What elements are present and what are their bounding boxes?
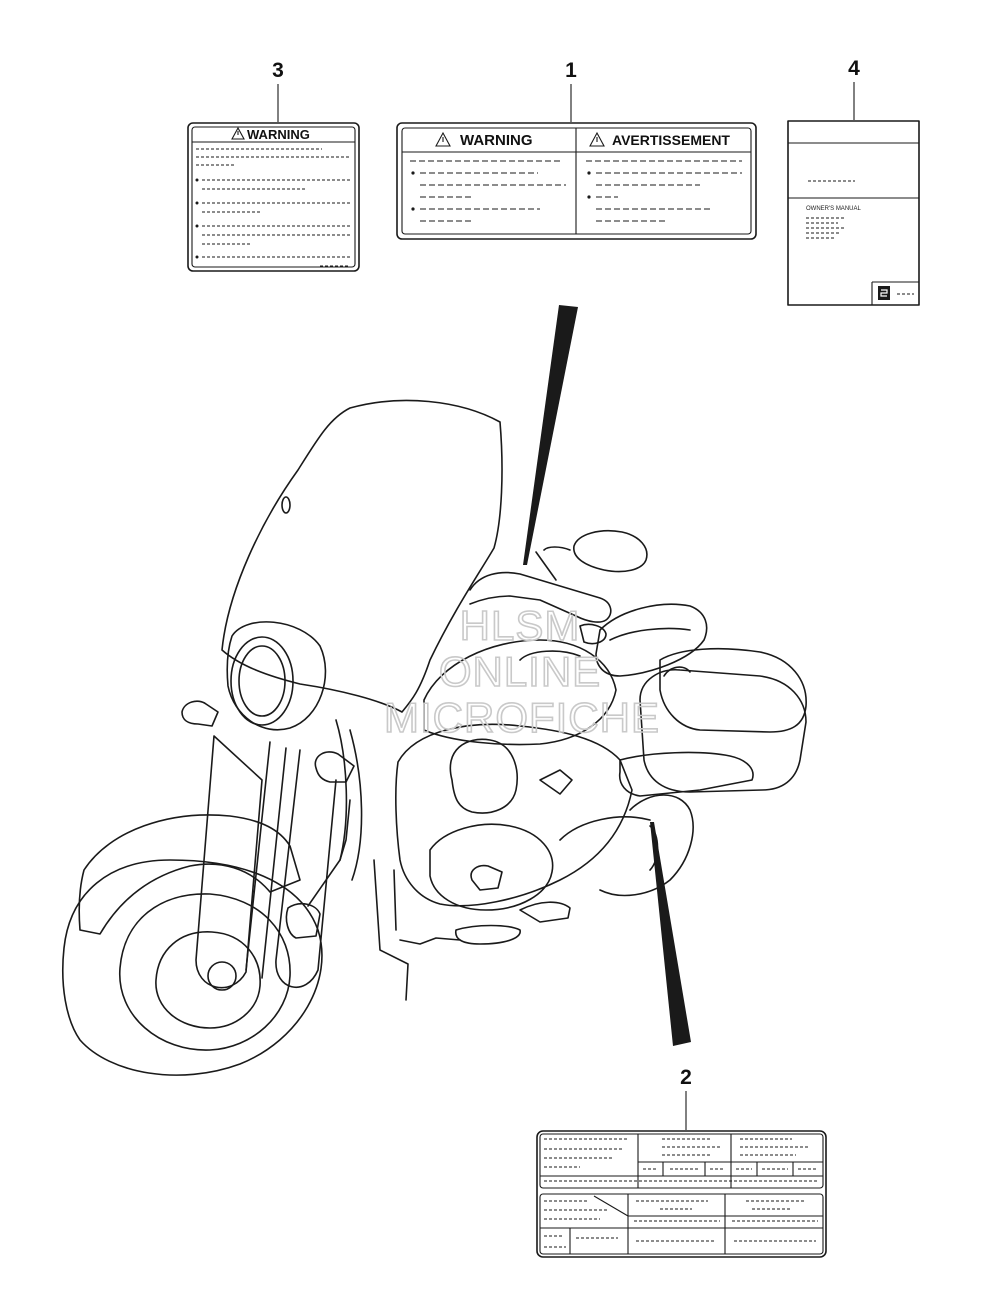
item-4-owners-manual: OWNER'S MANUAL [787,120,920,306]
saddlebag-lid [659,647,807,733]
pointer-label-1 [523,305,578,565]
foot-peg [455,924,521,945]
engine-block [395,723,633,907]
motorcycle-illustration [61,399,807,1076]
label-3-warning: WARNING [187,122,360,272]
watermark-line-2: ONLINE [439,648,601,695]
mirror-stalk [535,546,571,581]
pointer-label-2 [650,822,691,1046]
front-fender [78,814,301,935]
label-3-title: WARNING [247,127,310,142]
callout-2: 2 [680,1066,692,1089]
fuel-tank [423,639,617,746]
warning-icon [231,126,245,140]
engine-cases [429,823,554,911]
exhaust [618,751,754,797]
frame-downtube [373,859,409,1001]
suzuki-s-logo-icon [878,286,890,300]
rear-wheel [599,794,694,897]
label-1-bilingual-warning: WARNING AVERTISSEMENT [396,122,757,240]
mirror [573,530,648,573]
handlebar [469,571,612,623]
headlight [226,621,327,731]
front-forks [195,735,263,989]
front-tire [61,859,323,1076]
label-1-title-en: WARNING [460,132,533,149]
label-1-title-fr: AVERTISSEMENT [612,132,730,148]
callout-3: 3 [272,59,284,82]
manual-title: OWNER'S MANUAL [806,206,861,212]
front-rim [119,893,291,1051]
watermark: HLSM ONLINE MICROFICHE [383,601,660,742]
callout-1: 1 [565,59,577,82]
watermark-line-1: HLSM [460,602,581,649]
watermark-line-3: MICROFICHE [384,694,660,741]
windshield [221,399,503,713]
engine-cylinder-front [449,738,518,814]
seat [595,603,708,677]
warning-icon [435,131,451,147]
engine-guard [335,719,363,881]
callout-4: 4 [848,57,860,80]
label-2-specification [536,1130,827,1258]
warning-icon [589,131,605,147]
